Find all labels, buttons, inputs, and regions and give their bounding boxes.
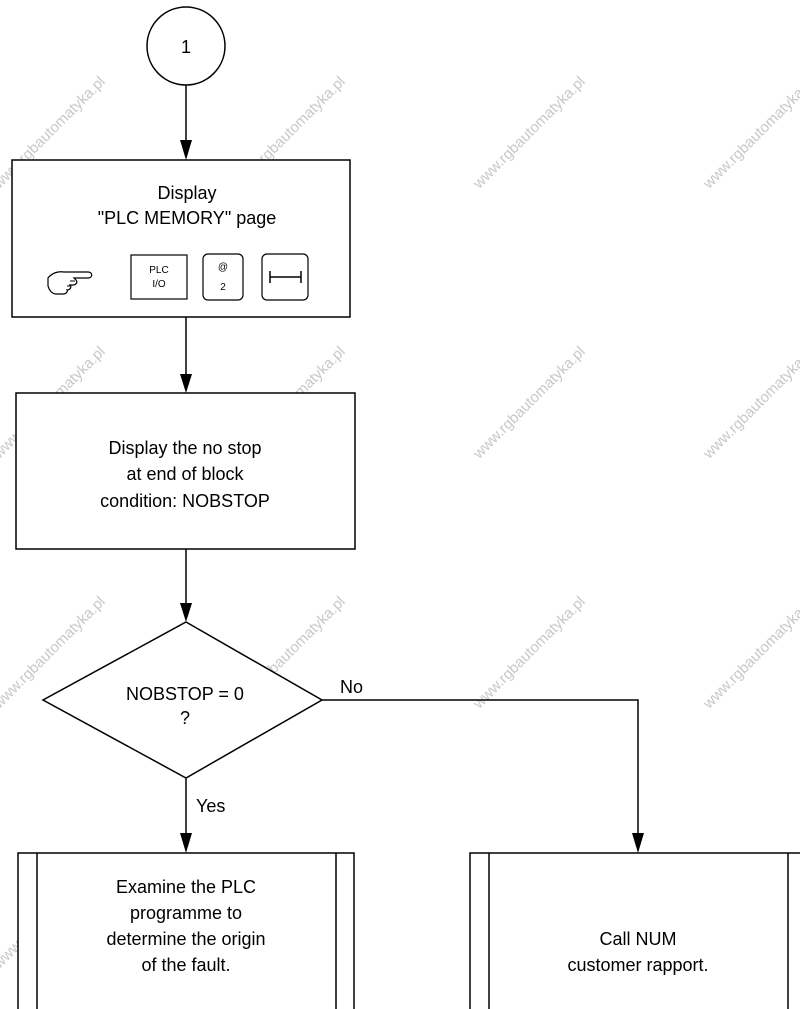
at-2-key-line1: @ xyxy=(218,262,228,273)
box-examine-plc: Examine the PLC programme to determine t… xyxy=(17,852,355,1009)
box4-line2: customer rapport. xyxy=(567,955,708,975)
box3-line3: determine the origin xyxy=(106,929,265,949)
hand-pointer-icon xyxy=(47,271,93,295)
box2-line3: condition: NOBSTOP xyxy=(100,491,270,511)
box1-line1: Display xyxy=(157,183,216,203)
box-display-nobstop: Display the no stop at end of block cond… xyxy=(15,392,356,550)
box-display-plc-memory: Display "PLC MEMORY" page PLC I/O @ 2 xyxy=(11,159,351,318)
no-label: No xyxy=(340,677,363,697)
at-2-key-line2: 2 xyxy=(220,282,226,293)
arrowhead xyxy=(180,374,192,393)
plc-io-key-line1: PLC xyxy=(149,265,168,276)
yes-label: Yes xyxy=(196,796,225,816)
enter-key-icon xyxy=(261,253,309,301)
decision-line1: NOBSTOP = 0 xyxy=(126,684,244,704)
plc-io-key: PLC I/O xyxy=(130,254,188,300)
arrowhead xyxy=(180,140,192,160)
box2-line2: at end of block xyxy=(126,464,244,484)
box3-line2: programme to xyxy=(130,903,242,923)
plc-io-key-line2: I/O xyxy=(152,279,166,290)
box4-line1: Call NUM xyxy=(599,929,676,949)
no-branch-line xyxy=(322,699,639,846)
at-2-key: @ 2 xyxy=(202,253,244,301)
box3-line1: Examine the PLC xyxy=(116,877,256,897)
arrowhead xyxy=(632,833,644,853)
connector-1: 1 xyxy=(146,6,226,86)
box2-line1: Display the no stop xyxy=(108,438,261,458)
box1-line2: "PLC MEMORY" page xyxy=(98,208,277,228)
box-call-num: Call NUM customer rapport. xyxy=(469,852,800,1009)
decision-nobstop: NOBSTOP = 0 ? xyxy=(41,621,324,779)
decision-line2: ? xyxy=(180,708,190,728)
box3-line4: of the fault. xyxy=(141,955,230,975)
arrowhead xyxy=(180,833,192,853)
arrowhead xyxy=(180,603,192,622)
connector-label: 1 xyxy=(181,37,191,57)
